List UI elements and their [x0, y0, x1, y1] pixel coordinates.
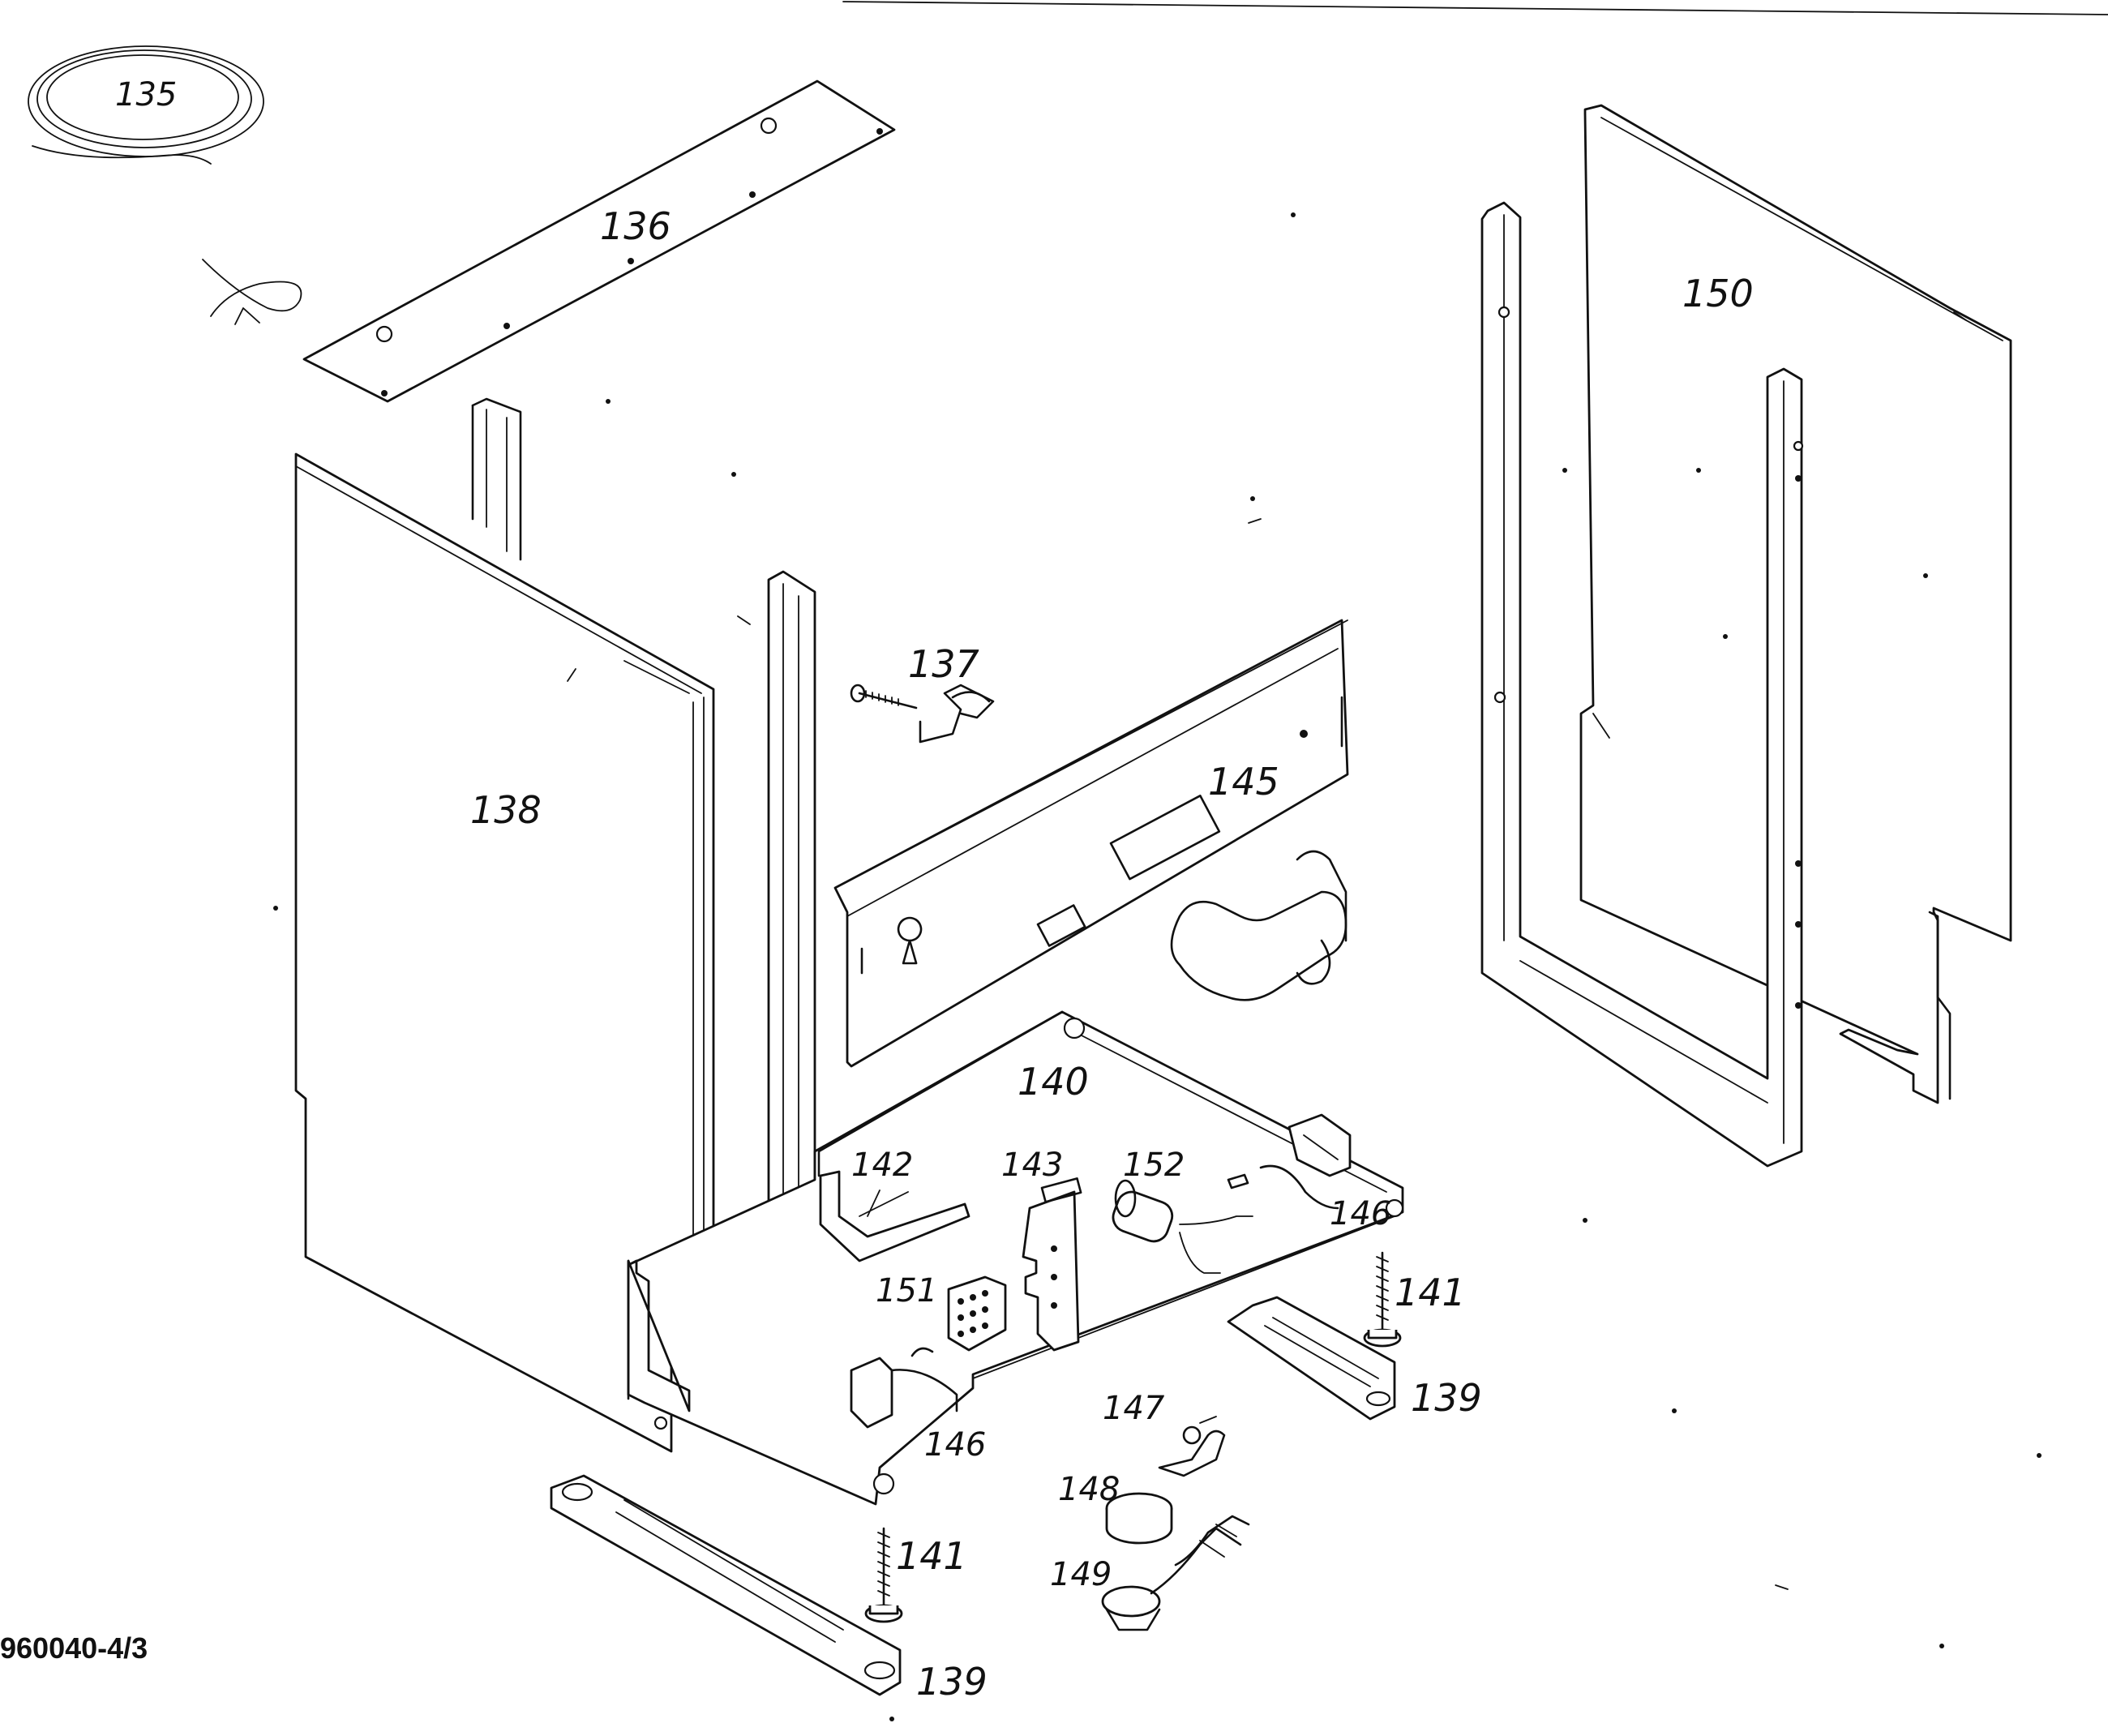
background-specks	[273, 212, 2042, 1721]
callout-148: 148	[1058, 1471, 1120, 1508]
part-152-capacitor	[1112, 1179, 1253, 1274]
callout-138: 138	[470, 788, 542, 832]
callout-145: 145	[1208, 760, 1279, 804]
callout-146-left: 146	[924, 1426, 986, 1464]
callout-141-left: 141	[896, 1534, 967, 1578]
callout-140: 140	[1018, 1060, 1089, 1104]
callout-141-right: 141	[1395, 1271, 1466, 1314]
part-149-sensor	[1101, 1515, 1250, 1631]
part-148-puck	[1105, 1492, 1173, 1545]
callout-135: 135	[115, 76, 177, 114]
callout-139-right: 139	[1411, 1376, 1482, 1420]
part-145-panel-rail	[833, 619, 1349, 1068]
callout-142: 142	[851, 1147, 913, 1184]
part-143-mount	[1022, 1177, 1082, 1352]
callout-149: 149	[1050, 1556, 1112, 1593]
top-border-line	[842, 1, 2108, 15]
part-136-top-strip	[302, 79, 896, 403]
callout-136: 136	[600, 204, 671, 248]
part-150-side-frame	[1480, 104, 2012, 1168]
part-141-foot-right	[1363, 1251, 1402, 1348]
part-138-side-panel	[294, 452, 715, 1453]
callout-150: 150	[1682, 272, 1754, 315]
callout-146-right: 146	[1330, 1195, 1391, 1232]
callout-143: 143	[1001, 1147, 1063, 1184]
callout-151: 151	[876, 1272, 937, 1310]
part-hose-bracket	[1170, 850, 1347, 1001]
part-140-base-plate	[627, 1010, 1404, 1506]
part-146-clamp-right	[1227, 1113, 1352, 1210]
part-139-runner-right	[1227, 1296, 1396, 1421]
part-rear-profile	[471, 397, 522, 561]
part-141-foot-left	[864, 1527, 903, 1623]
part-137-clip	[850, 684, 995, 744]
drawing-code: 960040-4/3	[0, 1631, 148, 1665]
callout-139-left: 139	[916, 1660, 988, 1704]
part-139-runner-left	[550, 1474, 902, 1696]
callout-152: 152	[1123, 1147, 1185, 1184]
callout-147: 147	[1103, 1390, 1165, 1427]
callout-137: 137	[908, 642, 979, 686]
part-142-bracket	[819, 1170, 970, 1262]
part-147-switch	[1158, 1416, 1226, 1477]
part-135-wire-coil	[28, 45, 302, 325]
part-151-terminal	[947, 1275, 1007, 1352]
part-146-clamp-left	[850, 1347, 958, 1429]
